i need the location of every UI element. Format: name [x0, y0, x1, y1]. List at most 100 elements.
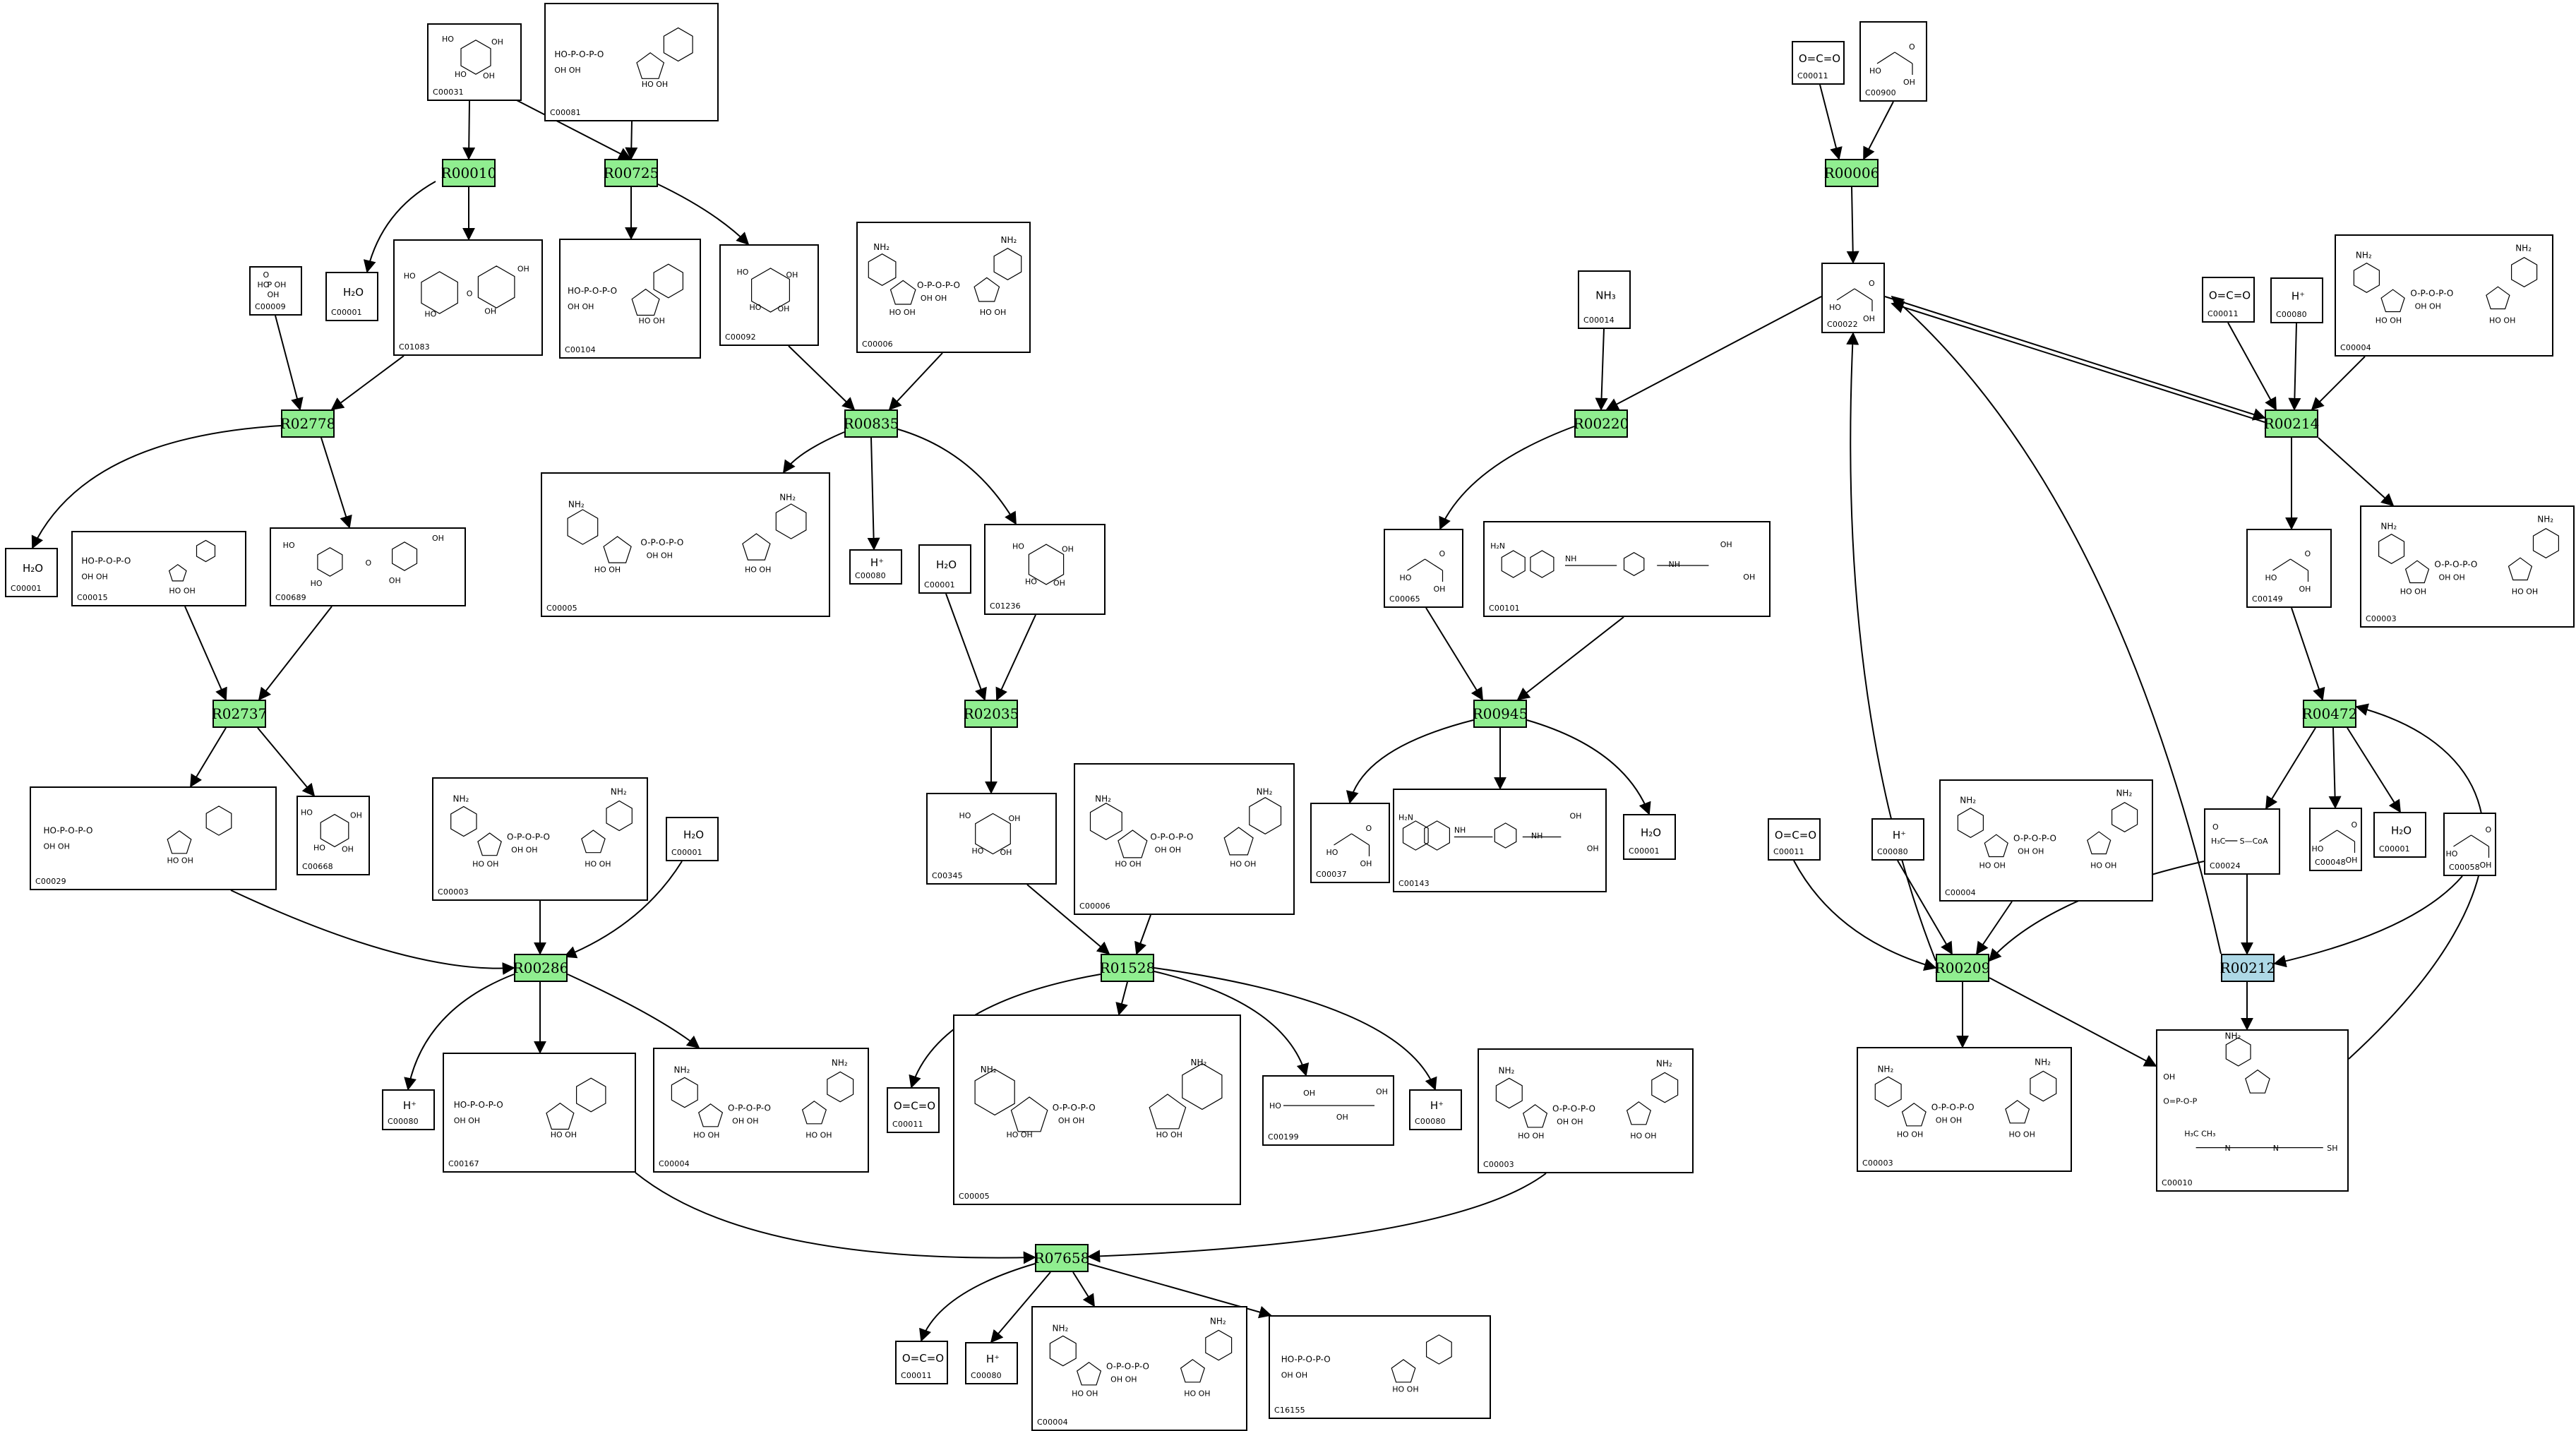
- structure-drawing: H⁺: [2292, 290, 2305, 303]
- reaction-node-r00010[interactable]: R00010: [441, 159, 496, 187]
- reaction-node-r00725[interactable]: R00725: [604, 159, 659, 187]
- svg-text:HO: HO: [1400, 573, 1412, 582]
- svg-text:NH₂: NH₂: [2225, 1031, 2241, 1041]
- svg-text:O-P-O-P-O: O-P-O-P-O: [507, 832, 550, 842]
- svg-text:OH: OH: [1376, 1087, 1388, 1096]
- reaction-node-r00945[interactable]: R00945: [1473, 700, 1528, 728]
- compound-node-c00080[interactable]: H⁺C00080: [1871, 818, 1924, 861]
- reaction-node-r00835[interactable]: R00835: [844, 409, 899, 438]
- reaction-node-r00209[interactable]: R00209: [1935, 954, 1990, 982]
- compound-id-label: C00080: [388, 1117, 419, 1126]
- svg-text:O=C=O: O=C=O: [1799, 52, 1840, 65]
- structure-drawing: O=C=O: [1775, 829, 1816, 842]
- svg-text:HO: HO: [1326, 848, 1338, 857]
- reaction-node-r02778[interactable]: R02778: [280, 409, 335, 438]
- reaction-node-r00212[interactable]: R00212: [2220, 954, 2275, 982]
- svg-text:OH: OH: [1062, 545, 1074, 554]
- compound-node-c00011[interactable]: O=C=O C00011: [1792, 41, 1845, 85]
- reaction-node-r02035[interactable]: R02035: [964, 700, 1019, 728]
- edge-R07658-to-c32: [1072, 1271, 1095, 1307]
- svg-text:HO OH: HO OH: [889, 308, 915, 317]
- reaction-node-r00286[interactable]: R00286: [513, 954, 568, 982]
- edge-c34-to-R00006: [1819, 84, 1843, 160]
- edge-R00472-to-c49: [2328, 727, 2342, 809]
- reaction-node-r07658[interactable]: R07658: [1034, 1244, 1089, 1272]
- compound-node-c00080[interactable]: H⁺C00080: [382, 1089, 435, 1130]
- structure-drawing: H⁺: [1893, 829, 1906, 842]
- edge-c36-to-R00214: [1884, 296, 2266, 421]
- svg-text:OH: OH: [1903, 78, 1915, 87]
- svg-text:N: N: [2225, 1144, 2231, 1153]
- compound-node-c00080[interactable]: H⁺C00080: [849, 549, 902, 585]
- svg-text:HO OH: HO OH: [1115, 860, 1141, 869]
- structure-drawing: O=C=O: [1799, 52, 1840, 65]
- edge-R07658-to-c30: [919, 1263, 1036, 1342]
- svg-text:NH₂: NH₂: [453, 794, 469, 804]
- compound-node-c00080[interactable]: H⁺C00080: [965, 1342, 1018, 1384]
- svg-text:OH: OH: [275, 280, 287, 289]
- reaction-node-r01528[interactable]: R01528: [1100, 954, 1155, 982]
- reaction-node-r00472[interactable]: R00472: [2302, 700, 2357, 728]
- reaction-node-r00006[interactable]: R00006: [1824, 159, 1879, 187]
- svg-text:O: O: [1366, 824, 1372, 833]
- compound-node-c00080[interactable]: H⁺C00080: [1409, 1089, 1462, 1130]
- reaction-node-r00220[interactable]: R00220: [1574, 409, 1629, 438]
- compound-id-label: C00143: [1398, 879, 1430, 888]
- svg-text:HO: HO: [1269, 1101, 1281, 1110]
- reaction-node-r00214[interactable]: R00214: [2264, 409, 2319, 438]
- compound-node-c00080[interactable]: H⁺C00080: [2270, 277, 2323, 323]
- compound-id-label: C00011: [1797, 71, 1828, 80]
- reaction-node-r02737[interactable]: R02737: [212, 700, 267, 728]
